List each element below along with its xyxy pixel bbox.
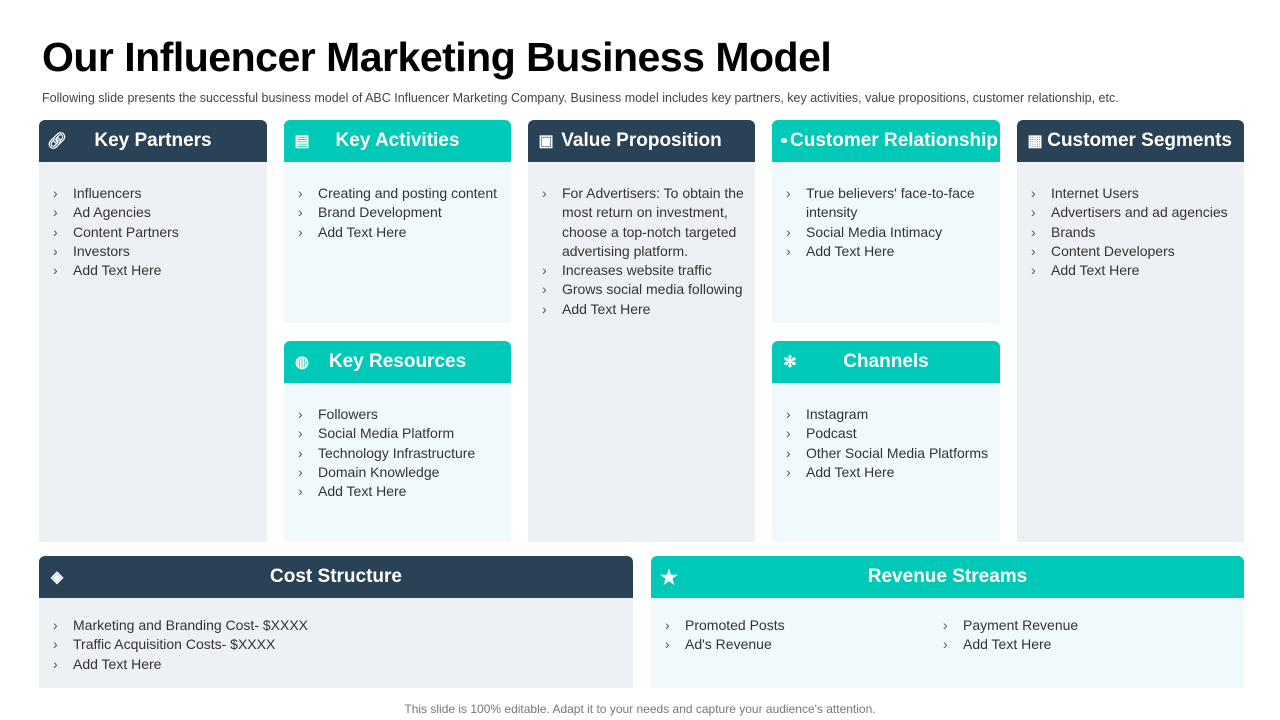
- list-item: Advertisers and ad agencies: [1031, 203, 1234, 223]
- list-item: Add Text Here: [298, 482, 501, 502]
- channels-card: ✻ Channels InstagramPodcastOther Social M…: [772, 341, 1000, 542]
- list-item: Promoted Posts: [665, 616, 943, 636]
- list-item: Add Text Here: [943, 635, 1221, 655]
- card-title: Customer Relationship: [790, 130, 998, 151]
- list-item: Add Text Here: [53, 261, 257, 281]
- list-item: Influencers: [53, 184, 257, 204]
- list-item: Ad's Revenue: [665, 635, 943, 655]
- star-icon: ★: [660, 566, 678, 589]
- revenue-streams-card: ★ Revenue Streams Promoted PostsAd's Reve…: [651, 556, 1244, 688]
- list-item: Technology Infrastructure: [298, 444, 501, 464]
- page-title: Our Influencer Marketing Business Model: [42, 34, 832, 80]
- key-partners-card: 🔗︎ Key Partners InfluencersAd AgenciesCon…: [39, 120, 267, 542]
- list-item: Other Social Media Platforms: [786, 444, 990, 464]
- bullet-list: Creating and posting contentBrand Develo…: [298, 184, 501, 242]
- network-icon: ✻: [783, 354, 797, 371]
- bullet-list: Promoted PostsAd's Revenue: [665, 616, 943, 688]
- list-item: Podcast: [786, 424, 990, 444]
- list-item: Add Text Here: [298, 223, 501, 243]
- list-item: Add Text Here: [53, 655, 623, 675]
- list-item: Add Text Here: [1031, 261, 1234, 281]
- list-item: Creating and posting content: [298, 184, 501, 204]
- page-subtitle: Following slide presents the successful …: [42, 91, 1119, 105]
- globe-icon: ◍: [295, 354, 309, 371]
- list-item: Increases website traffic: [542, 261, 745, 281]
- bullet-list: Internet UsersAdvertisers and ad agencie…: [1031, 184, 1234, 281]
- key-activities-card: ▤ Key Activities Creating and posting con…: [284, 120, 511, 323]
- list-item: Content Partners: [53, 223, 257, 243]
- gift-icon: ▣: [538, 133, 554, 150]
- customer-relationship-card: ⚭Customer Relationship True believers' f…: [772, 120, 1000, 323]
- customer-segments-card: ▦Customer Segments Internet UsersAdverti…: [1017, 120, 1244, 542]
- list-item: Followers: [298, 405, 501, 425]
- card-title: Cost Structure: [270, 566, 402, 587]
- bullet-list: Marketing and Branding Cost- $XXXXTraffi…: [53, 616, 623, 674]
- bullet-list: InfluencersAd AgenciesContent PartnersIn…: [53, 184, 257, 281]
- key-resources-card: ◍ Key Resources FollowersSocial Media Pla…: [284, 341, 511, 542]
- list-item: Add Text Here: [542, 300, 745, 320]
- card-title: Revenue Streams: [867, 566, 1028, 587]
- bullet-list: For Advertisers: To obtain the most retu…: [542, 184, 745, 319]
- list-item: Grows social media following: [542, 280, 745, 300]
- link-icon: 🔗︎: [46, 133, 68, 150]
- bullet-list: InstagramPodcastOther Social Media Platf…: [786, 405, 990, 482]
- bullet-list: True believers' face-to-face intensitySo…: [786, 184, 990, 261]
- list-item: Investors: [53, 242, 257, 262]
- list-item: Add Text Here: [786, 463, 990, 483]
- list-item: Add Text Here: [786, 242, 990, 262]
- list-item: Social Media Intimacy: [786, 223, 990, 243]
- list-item: Ad Agencies: [53, 203, 257, 223]
- list-item: For Advertisers: To obtain the most retu…: [542, 184, 745, 261]
- list-item: Content Developers: [1031, 242, 1234, 262]
- bullet-list: Payment RevenueAdd Text Here: [943, 616, 1221, 688]
- list-item: Internet Users: [1031, 184, 1234, 204]
- value-proposition-card: ▣ Value Proposition For Advertisers: To o…: [528, 120, 755, 542]
- price-tag-icon: ◈: [50, 569, 64, 586]
- list-item: Brand Development: [298, 203, 501, 223]
- cost-structure-card: ◈ Cost Structure Marketing and Branding C…: [39, 556, 633, 688]
- list-item: Brands: [1031, 223, 1234, 243]
- list-item: Domain Knowledge: [298, 463, 501, 483]
- footer-note: This slide is 100% editable. Adapt it to…: [404, 702, 876, 716]
- card-title: Key Resources: [328, 351, 467, 372]
- clipboard-icon: ▤: [294, 133, 310, 150]
- bullet-list: FollowersSocial Media PlatformTechnology…: [298, 405, 501, 502]
- card-title: Value Proposition: [561, 130, 722, 151]
- list-item: Payment Revenue: [943, 616, 1221, 636]
- list-item: Instagram: [786, 405, 990, 425]
- card-title: Customer Segments: [1047, 130, 1232, 151]
- list-item: Social Media Platform: [298, 424, 501, 444]
- people-grid-icon: ▦: [1027, 133, 1043, 150]
- card-title: Key Partners: [94, 130, 212, 151]
- list-item: Marketing and Branding Cost- $XXXX: [53, 616, 623, 636]
- card-title: Channels: [843, 351, 929, 372]
- handshake-icon: ⚭: [778, 134, 790, 148]
- card-title: Key Activities: [335, 130, 460, 151]
- list-item: Traffic Acquisition Costs- $XXXX: [53, 635, 623, 655]
- list-item: True believers' face-to-face intensity: [786, 184, 990, 223]
